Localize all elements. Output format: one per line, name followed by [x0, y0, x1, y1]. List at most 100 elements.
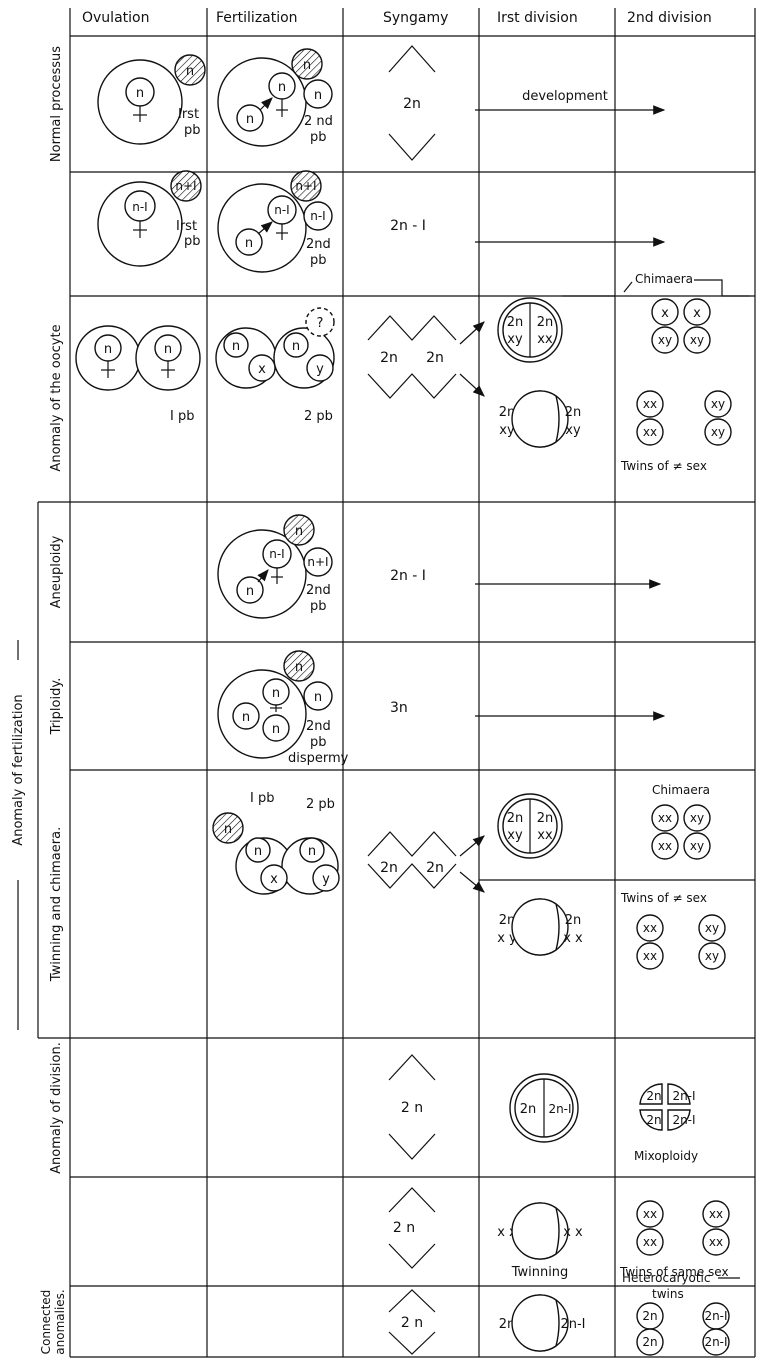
svg-text:2nd: 2nd [306, 583, 331, 598]
svg-text:Irst: Irst [178, 107, 199, 122]
svg-text:n-I: n-I [310, 209, 325, 223]
normal-fertilization: n n n n 2 nd pb [218, 49, 333, 146]
svg-text:n: n [245, 236, 253, 251]
svg-text:xx: xx [658, 839, 672, 853]
svg-text:xx: xx [658, 811, 672, 825]
svg-text:2n: 2n [537, 811, 554, 826]
svg-text:2n: 2n [565, 405, 582, 420]
svg-text:xy: xy [507, 332, 523, 347]
svg-text:Mixoploidy: Mixoploidy [634, 1149, 698, 1163]
row-division-b: 2 n x x x x Twinning xx xx xx xx Twins o… [389, 1188, 729, 1280]
svg-text:2nd: 2nd [306, 719, 331, 734]
svg-text:n: n [295, 524, 303, 539]
svg-text:2n: 2n [537, 315, 554, 330]
svg-text:n: n [164, 342, 172, 357]
svg-text:pb: pb [310, 130, 327, 145]
row-oocyte-a: n+I n-I Irst pb n+I n-I n-I n 2nd pb 2n … [98, 171, 664, 272]
svg-text:Chimaera: Chimaera [652, 783, 710, 797]
svg-text:2n: 2n [642, 1335, 657, 1349]
svg-text:n: n [308, 844, 316, 859]
svg-text:xy: xy [507, 828, 523, 843]
svg-text:2nd: 2nd [306, 237, 331, 252]
svg-text:x: x [693, 306, 701, 321]
svg-text:2n-I: 2n-I [548, 1102, 571, 1116]
svg-text:n-I: n-I [274, 203, 289, 217]
normal-syngamy: 2n [389, 46, 435, 160]
svg-text:2 nd: 2 nd [304, 114, 333, 129]
svg-text:2 pb: 2 pb [306, 797, 335, 812]
svg-text:x x: x x [563, 931, 583, 946]
svg-text:I pb: I pb [170, 409, 194, 424]
svg-text:xy: xy [658, 333, 672, 347]
svg-text:2n: 2n [646, 1113, 661, 1127]
svg-text:n: n [136, 86, 144, 101]
svg-text:xy: xy [690, 333, 704, 347]
svg-text:Twinning: Twinning [511, 1265, 569, 1280]
svg-text:n-I: n-I [269, 547, 284, 561]
svg-text:n: n [186, 64, 194, 79]
svg-text:n+I: n+I [295, 179, 316, 193]
row-label-aneuploidy: Aneuploidy [49, 535, 64, 608]
svg-text:x: x [258, 362, 266, 377]
row-label-fertilization-group: Anomaly of fertilization [11, 694, 26, 845]
svg-text:2 n: 2 n [401, 1100, 423, 1116]
svg-text:n: n [246, 112, 254, 127]
svg-text:Twins of ≠ sex: Twins of ≠ sex [620, 891, 707, 905]
svg-text:n: n [278, 80, 286, 95]
svg-text:2n: 2n [380, 350, 398, 366]
svg-text:xy: xy [711, 425, 725, 439]
svg-text:pb: pb [310, 599, 327, 614]
svg-text:xx: xx [709, 1235, 723, 1249]
svg-text:n: n [272, 722, 280, 737]
svg-text:n+I: n+I [307, 555, 328, 569]
svg-text:Irst: Irst [176, 219, 197, 234]
row-normal: n n Irst pb n n n n 2 nd pb 2n dev [98, 46, 664, 160]
header-second-division: 2nd division [627, 10, 712, 26]
svg-text:xx: xx [537, 828, 553, 843]
svg-text:xx: xx [643, 1235, 657, 1249]
row-label-division: Anomaly of division. [49, 1042, 64, 1174]
row-label-oocyte: Anomaly of the oocyte [49, 324, 64, 471]
svg-text:2 n: 2 n [393, 1220, 415, 1236]
svg-text:xx: xx [643, 921, 657, 935]
svg-text:y: y [322, 872, 330, 887]
svg-text:3n: 3n [390, 700, 408, 716]
svg-text:2n: 2n [426, 350, 444, 366]
svg-text:2n: 2n [507, 315, 524, 330]
header-syngamy: Syngamy [383, 10, 448, 26]
svg-text:?: ? [317, 316, 324, 331]
header-ovulation: Ovulation [82, 10, 149, 26]
header-fertilization: Fertilization [216, 10, 298, 26]
svg-text:I pb: I pb [250, 791, 274, 806]
svg-text:xx: xx [643, 1207, 657, 1221]
svg-text:n: n [246, 584, 254, 599]
svg-text:n: n [242, 710, 250, 725]
svg-text:pb: pb [184, 123, 201, 138]
svg-text:Heterocaryotic: Heterocaryotic [622, 1271, 710, 1285]
svg-text:n: n [314, 690, 322, 705]
svg-text:xy: xy [690, 839, 704, 853]
svg-text:x: x [270, 872, 278, 887]
svg-text:xy: xy [690, 811, 704, 825]
svg-text:2n-I: 2n-I [672, 1113, 695, 1127]
row-aneuploidy: n n+I n-I n 2nd pb 2n - I [218, 515, 660, 618]
row-labels: Normal processus Anomaly of the oocyte A… [11, 46, 67, 1355]
svg-text:x x: x x [563, 1225, 583, 1240]
row-triploidy: n n n n n 2nd pb dispermy 3n [218, 651, 664, 766]
svg-text:2n: 2n [646, 1089, 661, 1103]
row-label-connected-2: anomalies. [53, 1289, 67, 1354]
svg-text:n: n [224, 822, 232, 837]
svg-text:y: y [316, 362, 324, 377]
svg-text:n-I: n-I [132, 200, 147, 214]
svg-text:2n-I: 2n-I [704, 1335, 727, 1349]
svg-text:n: n [104, 342, 112, 357]
svg-text:xy: xy [711, 397, 725, 411]
svg-text:n+I: n+I [175, 179, 196, 193]
svg-text:twins: twins [652, 1287, 684, 1301]
development-label: development [522, 89, 608, 104]
svg-text:n: n [314, 88, 322, 103]
svg-text:xx: xx [643, 949, 657, 963]
svg-text:2n-I: 2n-I [560, 1317, 585, 1332]
svg-text:2n: 2n [507, 811, 524, 826]
svg-text:dispermy: dispermy [288, 751, 349, 766]
